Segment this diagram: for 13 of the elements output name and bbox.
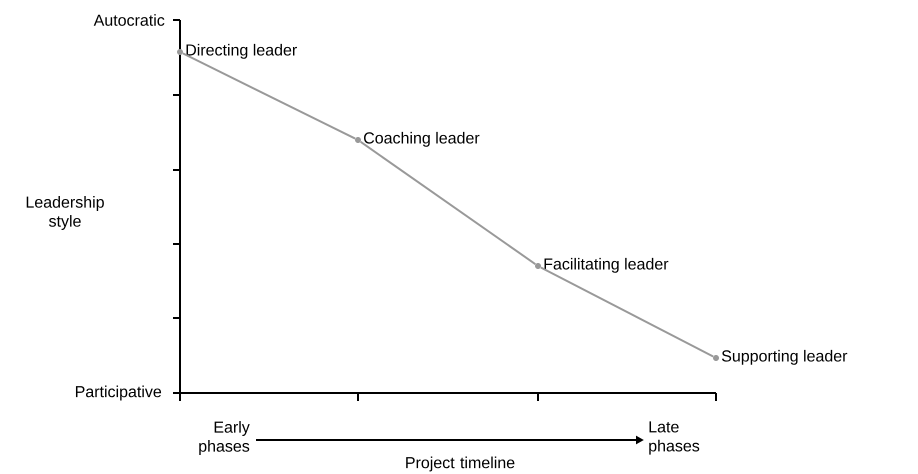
line-segment — [360, 141, 536, 265]
axis-label: Autocratic — [94, 14, 164, 26]
data-point: Directing leader — [177, 44, 297, 59]
axis-label: Early phases — [199, 421, 250, 455]
line-segment — [182, 52, 356, 140]
data-point: Coaching leader — [355, 132, 480, 147]
data-point: Supporting leader — [713, 350, 848, 365]
axis-label: Leadership style — [26, 196, 104, 230]
line-segment — [540, 266, 714, 358]
axis-label: Late phases — [649, 421, 700, 455]
data-point: Facilitating leader — [535, 258, 668, 273]
axis-label: Project timeline — [406, 456, 514, 472]
axis-label: Participative — [76, 386, 162, 400]
